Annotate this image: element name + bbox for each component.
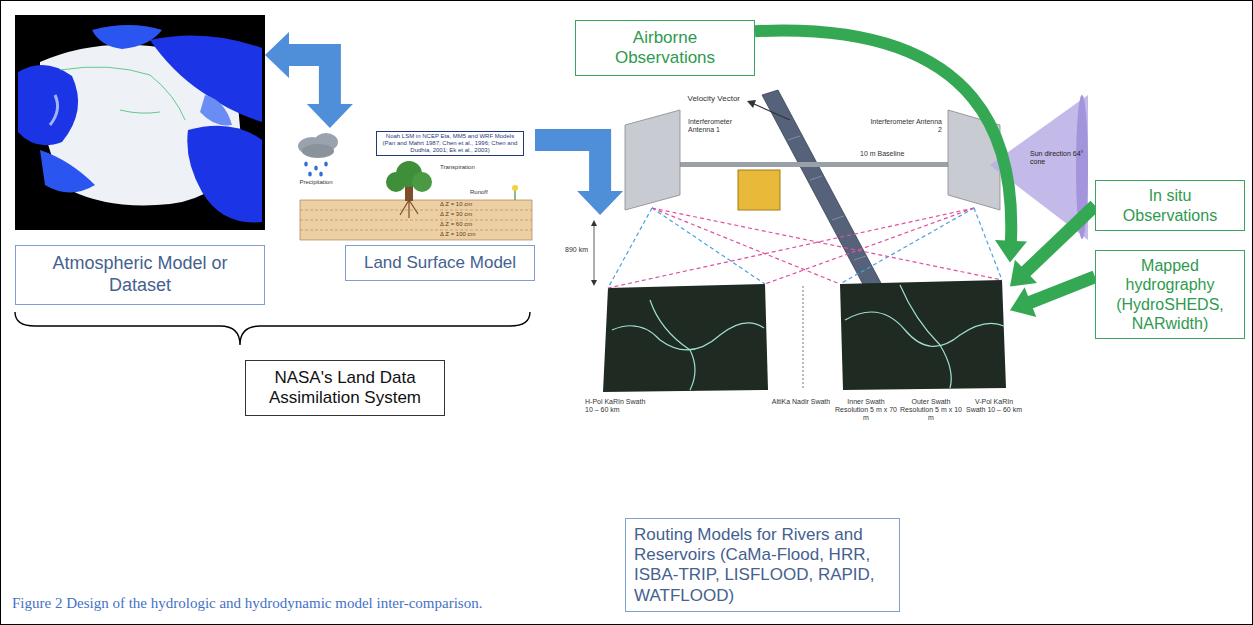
arrow-head [577,191,623,215]
illustration-label: Interferometer Antenna 2 [870,118,942,134]
satellite-sketch-part [803,286,804,390]
grouping-brace [15,312,530,345]
connector [755,31,1027,263]
satellite-sketch-part [594,222,595,284]
land-surface-sketch-part [300,200,532,240]
weather-map-part [200,95,232,125]
illustration-label: Δ Z = 10 cm [440,201,500,208]
node-text: Atmospheric Model or Dataset [50,253,230,296]
satellite-sketch-part [754,104,790,120]
node-text: Routing Models for Rivers and Reservoirs… [634,525,891,607]
label-box: Land Surface Model [345,245,535,281]
label-box: Atmospheric Model or Dataset [15,245,265,305]
satellite-sketch-part [608,208,1002,288]
land-surface-sketch-part [386,172,406,192]
node-text: Land Surface Model [364,253,516,273]
land-surface-sketch-part [412,172,432,192]
connector-line [535,140,600,192]
weather-map-part [40,150,95,193]
connector-line [1025,206,1095,273]
land-surface-sketch-part [302,144,334,158]
weather-map-part [60,67,185,120]
land-surface-sketch-part [514,190,515,200]
connector [1010,277,1095,317]
satellite-sketch-part [591,220,597,226]
satellite-sketch-part [603,284,768,392]
illustration-label: Precipitation [291,179,341,186]
land-surface-sketch-part [324,161,328,166]
connector [535,140,623,215]
assimilation-system-box: NASA's Land Data Assimilation System [245,360,445,416]
observation-box: Airborne Observations [575,20,755,76]
satellite-sketch-part [747,100,756,108]
label-box: Routing Models for Rivers and Reservoirs… [625,518,900,612]
connector-line [1030,277,1096,303]
illustration-label: Noah LSM in NCEP Eta, MM5 and WRF Models… [376,131,524,156]
node-text: Airborne Observations [584,28,746,69]
illustration-label: 10 m Baseline [860,150,920,158]
land-surface-sketch-part [400,200,418,218]
illustration-label: H-Pol KaRIn Swath 10 – 60 km [585,398,647,414]
illustration-label: Velocity Vector [655,94,740,103]
illustration-label: Interferometer Antenna 1 [688,118,750,134]
connector [1010,206,1095,287]
satellite-sketch-part [845,285,1004,388]
weather-map-part [15,15,265,230]
land-surface-sketch-part [308,171,312,176]
weather-map [15,15,265,230]
land-surface-sketch-part [300,210,532,230]
figure-caption: Figure 2 Design of the hydrologic and hy… [12,595,772,612]
satellite-sketch-part [680,162,948,167]
connector-line [288,55,330,105]
satellite-sketch-part [612,300,764,390]
connector [265,32,353,128]
atmospheric-model: Atmospheric Model or Dataset [15,15,265,305]
satellite-sketch-part [591,280,597,286]
illustration-label: Runoff [470,189,510,196]
satellite-sketch-part [788,136,866,260]
node-text: Mapped hydrography (HydroSHEDS, NARwidth… [1104,256,1236,333]
connector-line [755,31,1011,242]
arrow-head [265,32,289,78]
land-surface-sketch-part [304,161,308,166]
illustration-label: Outer Swath Resolution 5 m x 10 m [900,398,962,422]
satellite-sketch-part [738,170,780,210]
weather-map-part [18,65,78,145]
illustration-label: Transpiration [440,164,495,171]
illustration-label: V-Pol KaRIn Swath 10 – 60 km [965,398,1023,414]
observation-box: In situ Observations [1095,180,1245,231]
satellite-sketch-part [608,208,1002,288]
node-text: In situ Observations [1104,186,1236,224]
satellite-sketch-part [625,110,680,210]
satellite-sketch [591,90,1088,392]
illustration-label: 890 km [556,246,588,254]
arrow-head [307,104,353,128]
illustration-label: Δ Z = 60 cm [440,221,500,228]
node-text: NASA's Land Data Assimilation System [254,368,436,409]
land-surface-sketch-part [319,171,323,176]
illustration-label: Sun direction 64° cone [1030,150,1086,166]
arrow-head [1010,260,1037,287]
land-surface-sketch-part [512,185,518,191]
illustration-label: AltiKa Nadir Swath [770,398,832,406]
weather-map-part [92,25,162,49]
arrow-head [995,240,1027,263]
illustration-label: Δ Z = 30 cm [440,211,500,218]
land-surface-sketch-part [314,165,318,170]
routing-models: Routing Models for Rivers and Reservoirs… [590,215,1010,612]
arrow-head [1010,287,1036,317]
weather-map-part [50,95,58,125]
satellite-sketch-part [840,280,1006,390]
observation-box: Mapped hydrography (HydroSHEDS, NARwidth… [1095,250,1245,339]
weather-map-part [187,126,262,223]
illustration-label: Inner Swath Resolution 5 m x 70 m [835,398,897,422]
illustration-label: Δ Z = 100 cm [440,231,500,238]
